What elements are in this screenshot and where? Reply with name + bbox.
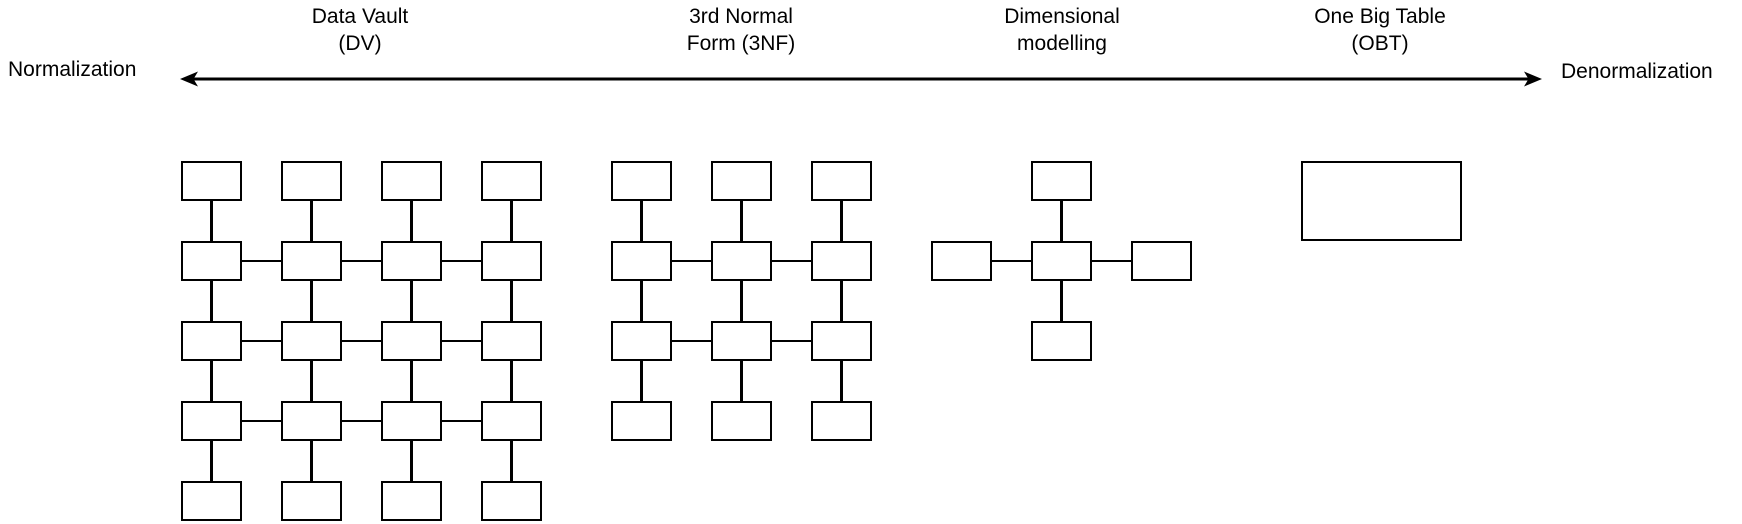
third-normal-form-box xyxy=(711,161,772,201)
label-dimensional-modelling: Dimensional modelling xyxy=(952,3,1172,57)
dimensional-modelling-dimension-box xyxy=(1131,241,1192,281)
data-vault-connector xyxy=(242,419,281,423)
axis-label-denormalization: Denormalization xyxy=(1561,60,1713,83)
data-vault-box xyxy=(381,161,442,201)
third-normal-form-box xyxy=(811,241,872,281)
third-normal-form-connector xyxy=(740,281,743,321)
data-vault-box xyxy=(381,321,442,361)
third-normal-form-connector xyxy=(840,281,843,321)
third-normal-form-box xyxy=(711,241,772,281)
data-vault-connector xyxy=(210,281,213,321)
third-normal-form-connector xyxy=(740,201,743,241)
label-third-normal-form: 3rd Normal Form (3NF) xyxy=(631,3,851,57)
third-normal-form-connector xyxy=(840,201,843,241)
third-normal-form-connector xyxy=(672,339,711,343)
dimensional-modelling-dimension-box xyxy=(1031,161,1092,201)
dimensional-modelling-connector xyxy=(1060,201,1063,241)
one-big-table-box xyxy=(1301,161,1462,241)
data-vault-box xyxy=(281,481,342,521)
label-obt-line2: (OBT) xyxy=(1351,32,1409,55)
dimensional-modelling-dimension-box xyxy=(931,241,992,281)
data-vault-box xyxy=(181,401,242,441)
data-vault-connector xyxy=(210,441,213,481)
label-data-vault: Data Vault (DV) xyxy=(250,3,470,57)
third-normal-form-connector xyxy=(740,361,743,401)
data-vault-box xyxy=(281,321,342,361)
label-dimensional-line1: Dimensional xyxy=(1004,5,1120,28)
arrow-head-left-icon xyxy=(180,71,198,87)
data-vault-box xyxy=(181,241,242,281)
data-vault-connector xyxy=(510,361,513,401)
data-vault-box xyxy=(481,241,542,281)
data-vault-box xyxy=(381,241,442,281)
dimensional-modelling-dimension-box xyxy=(1031,321,1092,361)
data-vault-box xyxy=(381,401,442,441)
label-obt-line1: One Big Table xyxy=(1314,5,1446,28)
data-vault-connector xyxy=(310,441,313,481)
data-vault-connector xyxy=(410,361,413,401)
data-vault-connector xyxy=(342,419,381,423)
data-vault-connector xyxy=(242,339,281,343)
data-vault-box xyxy=(281,401,342,441)
data-vault-connector xyxy=(510,201,513,241)
dimensional-modelling-connector xyxy=(1092,259,1131,263)
label-one-big-table: One Big Table (OBT) xyxy=(1270,3,1490,57)
third-normal-form-box xyxy=(811,321,872,361)
data-vault-box xyxy=(481,401,542,441)
data-vault-connector xyxy=(342,339,381,343)
data-vault-box xyxy=(281,161,342,201)
third-normal-form-box xyxy=(611,241,672,281)
third-normal-form-box xyxy=(611,401,672,441)
data-vault-connector xyxy=(410,441,413,481)
third-normal-form-connector xyxy=(640,201,643,241)
third-normal-form-box xyxy=(711,321,772,361)
data-vault-connector xyxy=(310,281,313,321)
data-vault-connector xyxy=(510,281,513,321)
third-normal-form-connector xyxy=(840,361,843,401)
data-vault-connector xyxy=(442,259,481,263)
data-vault-connector xyxy=(310,361,313,401)
data-vault-connector xyxy=(342,259,381,263)
data-vault-box xyxy=(181,481,242,521)
label-3nf-line2: Form (3NF) xyxy=(686,32,796,55)
label-data-vault-line2: (DV) xyxy=(338,32,382,55)
third-normal-form-connector xyxy=(772,339,811,343)
data-vault-connector xyxy=(442,419,481,423)
data-vault-connector xyxy=(210,361,213,401)
data-vault-box xyxy=(381,481,442,521)
axis-label-normalization: Normalization xyxy=(8,58,137,81)
third-normal-form-connector xyxy=(672,259,711,263)
third-normal-form-box xyxy=(811,401,872,441)
third-normal-form-box xyxy=(711,401,772,441)
data-vault-connector xyxy=(210,201,213,241)
data-vault-connector xyxy=(242,259,281,263)
data-vault-box xyxy=(481,161,542,201)
dimensional-modelling-fact-box xyxy=(1031,241,1092,281)
dimensional-modelling-connector xyxy=(1060,281,1063,321)
data-vault-box xyxy=(481,321,542,361)
label-3nf-line1: 3rd Normal xyxy=(689,5,793,28)
data-vault-box xyxy=(481,481,542,521)
third-normal-form-connector xyxy=(640,281,643,321)
third-normal-form-box xyxy=(611,321,672,361)
data-vault-box xyxy=(181,161,242,201)
data-vault-connector xyxy=(510,441,513,481)
data-vault-box xyxy=(281,241,342,281)
arrow-head-right-icon xyxy=(1524,71,1542,87)
data-vault-connector xyxy=(410,281,413,321)
dimensional-modelling-connector xyxy=(992,259,1031,263)
third-normal-form-box xyxy=(811,161,872,201)
data-vault-box xyxy=(181,321,242,361)
third-normal-form-connector xyxy=(772,259,811,263)
label-dimensional-line2: modelling xyxy=(1017,32,1107,55)
data-vault-connector xyxy=(410,201,413,241)
third-normal-form-connector xyxy=(640,361,643,401)
data-vault-connector xyxy=(310,201,313,241)
third-normal-form-box xyxy=(611,161,672,201)
label-data-vault-line1: Data Vault xyxy=(311,5,409,28)
data-vault-connector xyxy=(442,339,481,343)
